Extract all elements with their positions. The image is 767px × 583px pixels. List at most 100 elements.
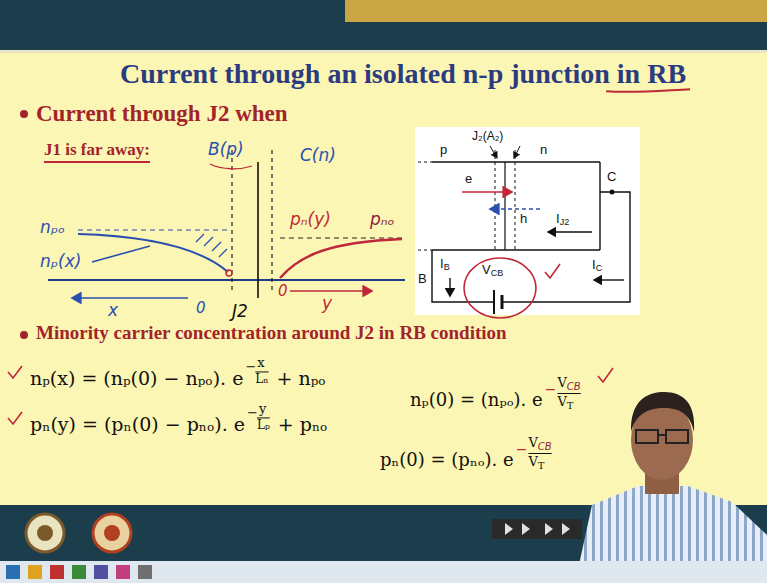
- bottom-band-part: [93, 514, 131, 552]
- slide-controls: [492, 519, 582, 539]
- junction-panel-part: [501, 295, 504, 309]
- subscript: CB: [567, 381, 581, 393]
- bullet-dot: [20, 110, 28, 339]
- subscript: CB: [538, 441, 552, 453]
- level-label: nₚₒ: [40, 218, 65, 238]
- carrier-label: e: [465, 172, 472, 187]
- taskbar-part: [138, 565, 152, 579]
- slide-controls-part: [505, 523, 570, 535]
- equation: + pₙₒ: [278, 414, 328, 436]
- check-mark-part: [598, 368, 613, 382]
- header-band: [0, 0, 767, 53]
- taskbar-part: [28, 565, 42, 579]
- junction-panel-part: [515, 150, 516, 250]
- carrier-sketch-part: [92, 246, 150, 262]
- junction-panel-part: [594, 279, 624, 280]
- subscript: B: [444, 262, 450, 272]
- check-mark-part: [8, 366, 22, 378]
- bottom-band-part: [104, 525, 120, 541]
- presenter: [575, 392, 767, 583]
- junction-panel-part: [502, 192, 630, 302]
- carrier-sketch-part: [210, 164, 252, 169]
- bullet-heading: Minority carrier concentration around J2…: [36, 322, 507, 344]
- junction-panel-part: [418, 250, 432, 251]
- region-label: n: [540, 143, 547, 158]
- subscript: C: [596, 263, 603, 273]
- equation: pₙ(y) = (pₙ(0) − pₙₒ). e: [30, 414, 245, 436]
- header-band-part: [345, 0, 767, 22]
- handwritten-underline: [606, 89, 690, 92]
- exponent: −: [245, 360, 256, 375]
- check-mark-part: [8, 412, 22, 424]
- equation: nₚ(x) = (nₚ(0) − nₚₒ). e: [30, 368, 243, 390]
- current-label: I: [592, 258, 596, 273]
- junction-panel-part: [415, 127, 640, 315]
- carrier-sketch: [48, 150, 405, 298]
- origin-label: 0: [278, 283, 288, 300]
- junction-panel-part: [432, 250, 494, 302]
- bottom-band-part: [37, 525, 53, 541]
- subscript: CB: [491, 268, 504, 278]
- exponent: V: [557, 376, 566, 391]
- junction-panel-part: [449, 278, 450, 296]
- slide-title: Current through an isolated n-p junction…: [120, 58, 686, 90]
- junction-panel-part: [432, 161, 600, 162]
- junction-panel-part: [464, 258, 536, 318]
- junction-panel-part: [545, 264, 560, 278]
- origin-label: 0: [196, 300, 206, 317]
- equation: nₚ(0) = (nₚₒ). e: [410, 390, 543, 411]
- carrier-sketch-part: [290, 290, 372, 292]
- equation: pₙ(0) = (pₙₒ). e: [380, 450, 514, 471]
- current-label: I: [556, 212, 560, 227]
- presenter-part: [666, 430, 688, 443]
- taskbar-part: [6, 565, 20, 579]
- exponent: x: [257, 356, 264, 371]
- carrier-sketch-part: [78, 229, 228, 230]
- terminal-label: B: [418, 272, 427, 287]
- region-label: C(n): [300, 146, 336, 166]
- junction-panel-part: [490, 208, 540, 210]
- exponent: −: [247, 406, 258, 421]
- exponent: −: [516, 441, 528, 457]
- carrier-sketch-part: [226, 270, 232, 276]
- equation: + nₚₒ: [277, 368, 326, 390]
- exponent: Lₚ: [257, 419, 270, 433]
- junction-panel-part: [462, 191, 512, 193]
- exponent: Lₙ: [255, 373, 268, 387]
- subscript: J2: [560, 217, 570, 227]
- current-label: I: [440, 257, 444, 272]
- taskbar: [0, 561, 767, 583]
- junction-panel-part: [495, 150, 496, 250]
- junction-label: J₂(A₂): [472, 130, 503, 144]
- junction-panel-part: [514, 146, 520, 158]
- junction-panel-part: [599, 162, 600, 250]
- carrier-sketch-part: [48, 279, 405, 281]
- exponent: V: [528, 436, 537, 451]
- junction-panel-part: [493, 290, 495, 314]
- axis-label: x: [108, 301, 118, 321]
- taskbar-part: [94, 565, 108, 579]
- junction-panel-part: [418, 162, 432, 163]
- sub-heading: J1 is far away:: [44, 140, 150, 163]
- subscript: T: [567, 400, 574, 412]
- exponent: V: [528, 455, 537, 470]
- junction-panel-part: [548, 231, 592, 232]
- carrier-sketch-part: [196, 234, 227, 257]
- taskbar-part: [116, 565, 130, 579]
- bullet-heading: Current through J2 when: [36, 101, 288, 127]
- header-band-part: [0, 0, 767, 50]
- region-label: B(p): [208, 140, 244, 160]
- taskbar-part: [50, 565, 64, 579]
- presenter-part: [631, 392, 694, 432]
- bullet-dot-part: [20, 110, 28, 118]
- carrier-sketch-part: [280, 237, 404, 238]
- carrier-sketch-part: [257, 162, 259, 298]
- carrier-label: h: [520, 212, 527, 227]
- junction-panel: [415, 127, 640, 318]
- slide-controls-part: [492, 519, 582, 539]
- bottom-band-part: [26, 514, 64, 552]
- region-label: p: [440, 143, 447, 158]
- level-label: pₙₒ: [370, 210, 395, 230]
- terminal-label: C: [607, 170, 616, 185]
